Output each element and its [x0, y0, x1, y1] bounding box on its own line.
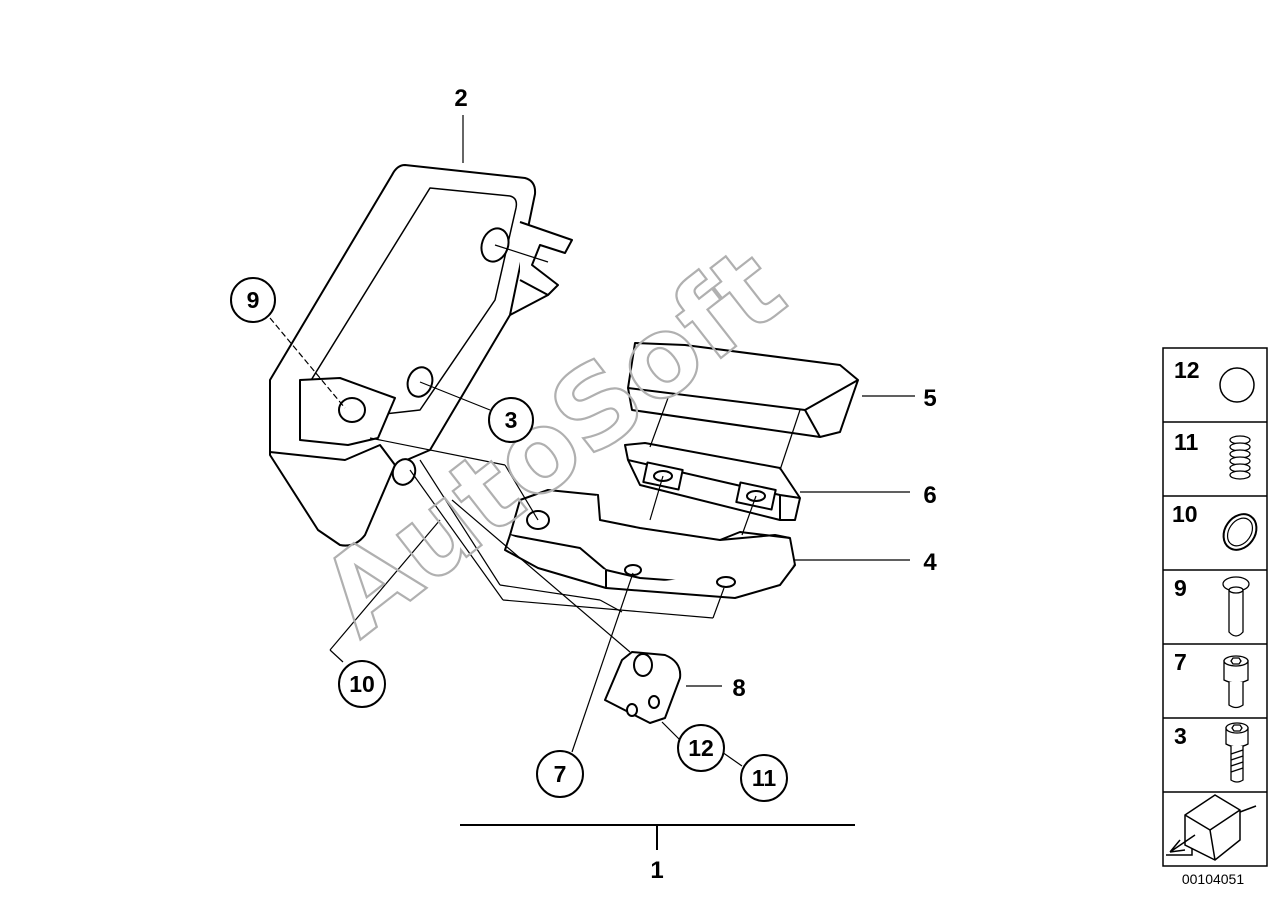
plate-part-6 [624, 442, 801, 521]
legend-label-10: 10 [1172, 501, 1198, 527]
legend-label-3: 3 [1174, 723, 1187, 749]
spring-icon [1229, 435, 1251, 480]
hex-socket-screw-icon [1225, 722, 1249, 783]
pad-part-5 [627, 342, 859, 438]
callout-label-8: 8 [732, 675, 745, 702]
callout-label-9: 9 [247, 287, 260, 313]
callout-label-6: 6 [923, 482, 936, 509]
legend-label-11: 11 [1174, 429, 1199, 455]
callout-label-5: 5 [923, 385, 936, 412]
callout-label-11: 11 [752, 765, 777, 791]
callout-circle-10 [338, 660, 386, 708]
legend-item-11: 11 [1174, 429, 1251, 480]
legend-item-12: 12 [1174, 357, 1255, 403]
callout-label-4: 4 [923, 549, 937, 576]
callout-label-12: 12 [688, 735, 714, 761]
legend-label-12: 12 [1174, 357, 1200, 383]
callout-label-3: 3 [505, 407, 518, 433]
reference-number: 00104051 [1182, 871, 1245, 887]
callout-label-2: 2 [454, 85, 467, 112]
assembly-label: 1 [650, 857, 663, 884]
legend-label-9: 9 [1174, 575, 1187, 601]
legend-item-9: 9 [1174, 575, 1250, 637]
callout-circle-12 [677, 724, 725, 772]
callout-circle-7 [536, 750, 584, 798]
circlip-icon [1222, 513, 1258, 551]
callout-circle-11 [740, 754, 788, 802]
cube-arrow-icon [1166, 794, 1257, 861]
legend-item-10: 10 [1172, 501, 1258, 551]
callout-circle-9 [230, 277, 276, 323]
legend-label-7: 7 [1174, 649, 1187, 675]
parts-legend: 12 11 10 9 [1162, 347, 1268, 867]
plate-part-8 [604, 651, 682, 724]
legend-item-7: 7 [1174, 649, 1249, 709]
socket-head-screw-icon [1223, 655, 1249, 709]
callout-circle-3 [488, 397, 534, 443]
callout-label-7: 7 [554, 761, 567, 787]
plate-part-4 [504, 489, 796, 599]
leader-lines [269, 115, 915, 850]
plug-icon [1219, 367, 1255, 403]
callouts: 2 9 3 5 6 4 10 8 7 12 11 1 [230, 85, 937, 884]
pin-icon [1222, 576, 1250, 637]
bracket-part-2 [269, 164, 573, 547]
legend-item-3: 3 [1174, 722, 1249, 783]
callout-label-10: 10 [349, 671, 375, 697]
